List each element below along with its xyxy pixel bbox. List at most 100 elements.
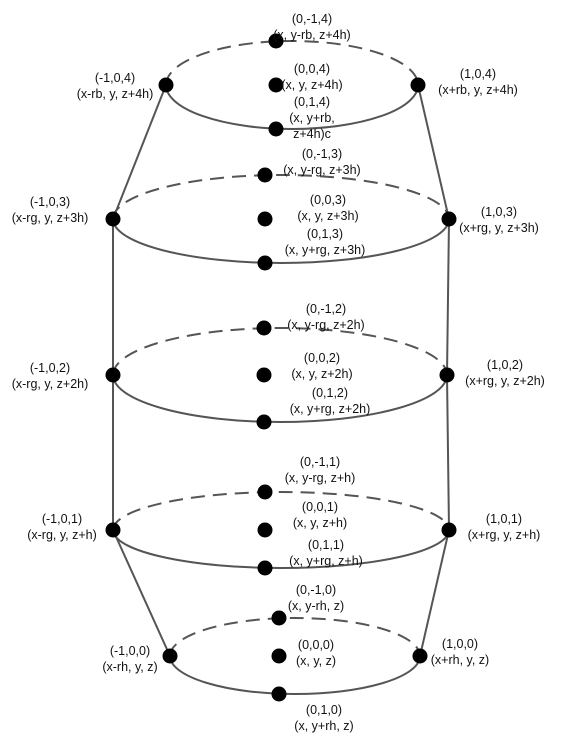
point-level-3-left [105,522,121,538]
label-line: (x, y, z+2h) [291,367,352,381]
label-line: (x, y, z+h) [293,516,347,530]
label-level-0-left: (-1,0,4)(x-rb, y, z+4h) [77,71,154,101]
point-level-4-right [412,648,428,664]
point-level-1-center [257,211,273,227]
point-level-1-back [257,167,273,183]
label-level-4-left: (-1,0,0) (x-rh, y, z) [102,644,157,674]
point-level-4-front [271,686,287,702]
label-level-2-right: (1,0,2) (x+rg, y, z+2h) [465,358,545,388]
label-line: (0,1,1) [308,538,344,552]
label-line: (x-rg, y, z+2h) [12,377,89,391]
label-line: (0,1,2) [312,386,348,400]
label-line: (-1,0,0) [110,644,150,658]
point-level-4-left [162,648,178,664]
label-level-4-front: (0,1,0) (x, y+rh, z) [294,703,353,733]
label-line: (x, y+rh, z) [294,719,353,733]
label-line: (-1,0,2) [30,361,70,375]
labels: (0,-1,4)(x, y-rb, z+4h)(0,0,4)(x, y, z+4… [12,12,545,733]
label-level-3-left: (-1,0,1) (x-rg, y, z+h) [27,512,97,542]
point-level-2-center [256,367,272,383]
point-level-3-center [257,522,273,538]
label-line: (x, y+rg, z+3h) [285,243,366,257]
label-level-0-right: (1,0,4) (x+rb, y, z+4h) [438,67,518,97]
left-side-line-0 [112,84,167,220]
points [105,33,457,702]
point-level-2-right [439,367,455,383]
point-level-0-left [158,77,174,93]
label-line: (0,-1,3) [302,147,342,161]
point-level-2-back [256,320,272,336]
label-line: (0,1,3) [307,227,343,241]
right-side-line-1 [446,218,450,376]
point-level-1-left [105,211,121,227]
label-level-0-center: (0,0,4) (x, y, z+4h) [281,62,342,92]
label-line: (1,0,0) [442,637,478,651]
point-level-1-front [257,255,273,271]
label-line: (x+rg, y, z+3h) [459,221,539,235]
label-level-1-right: (1,0,3) (x+rg, y, z+3h) [459,205,539,235]
point-level-0-right [410,77,426,93]
label-line: (0,0,3) [310,193,346,207]
label-line: (x, y+rg, z+2h) [290,402,371,416]
label-line: (x, y-rb, z+4h) [273,28,350,42]
label-level-3-right: (1,0,1)(x+rg, y, z+h) [468,512,541,542]
ring-front-level-4 [169,655,421,695]
label-line: (1,0,3) [481,205,517,219]
label-level-3-back: (0,-1,1) (x, y-rg, z+h) [285,455,356,485]
ring-back-level-0 [165,40,419,86]
label-line: (-1,0,3) [30,195,70,209]
label-line: (0,-1,1) [300,455,340,469]
label-level-4-right: (1,0,0)(x+rh, y, z) [431,637,489,667]
label-level-1-left: (-1,0,3) (x-rg, y, z+3h) [12,195,89,225]
label-line: (0,0,4) [294,62,330,76]
label-level-4-back: (0,-1,0)(x, y-rh, z) [288,583,344,613]
label-line: (0,0,1) [302,500,338,514]
rings [112,40,450,695]
ring-back-level-1 [112,174,450,220]
point-level-2-left [105,367,121,383]
label-line: (x, y, z+4h) [281,78,342,92]
point-level-0-front [268,121,284,137]
label-line: (x, y-rg, z+3h) [283,163,360,177]
label-line: (1,0,2) [487,358,523,372]
label-level-1-front: (0,1,3) (x, y+rg, z+3h) [285,227,366,257]
point-level-1-right [441,211,457,227]
point-level-0-back [268,33,284,49]
label-level-1-back: (0,-1,3) (x, y-rg, z+3h) [283,147,360,177]
label-line: (-1,0,4) [95,71,135,85]
label-line: (x+rg, y, z+2h) [465,374,545,388]
label-level-1-center: (0,0,3)(x, y, z+3h) [297,193,358,223]
label-line: (0,-1,2) [306,302,346,316]
ring-back-level-2 [112,327,448,376]
ring-front-level-3 [112,529,450,569]
label-level-3-front: (0,1,1) (x, y+rg, z+h) [289,538,363,568]
point-level-2-front [256,414,272,430]
label-line: (0,0,0) [298,638,334,652]
point-level-4-center [271,648,287,664]
label-line: (x, y-rg, z+2h) [287,318,364,332]
label-line: (1,0,4) [460,67,496,81]
label-line: (0,1,0) [306,703,342,717]
label-line: (-1,0,1) [42,512,82,526]
label-line: (x-rh, y, z) [102,660,157,674]
label-level-2-center: (0,0,2) (x, y, z+2h) [291,351,352,381]
left-side-line-3 [112,529,171,657]
label-line: (x, y, z) [296,654,336,668]
ring-front-level-2 [112,374,448,423]
label-line: (x, y+rb, [289,111,335,125]
point-level-0-center [268,77,284,93]
label-line: (x-rg, y, z+h) [27,528,97,542]
label-line: (x, y-rg, z+h) [285,471,356,485]
label-line: (x+rb, y, z+4h) [438,83,518,97]
label-line: (x, y-rh, z) [288,599,344,613]
label-line: (x-rg, y, z+3h) [12,211,89,225]
label-line: (x, y+rg, z+h) [289,554,363,568]
point-level-3-back [257,484,273,500]
label-level-2-left: (-1,0,2) (x-rg, y, z+2h) [12,361,89,391]
point-level-3-right [441,522,457,538]
right-side-line-2 [446,374,450,531]
label-level-4-center: (0,0,0) (x, y, z) [296,638,336,668]
label-level-2-front: (0,1,2) (x, y+rg, z+2h) [290,386,371,416]
label-line: (0,0,2) [304,351,340,365]
